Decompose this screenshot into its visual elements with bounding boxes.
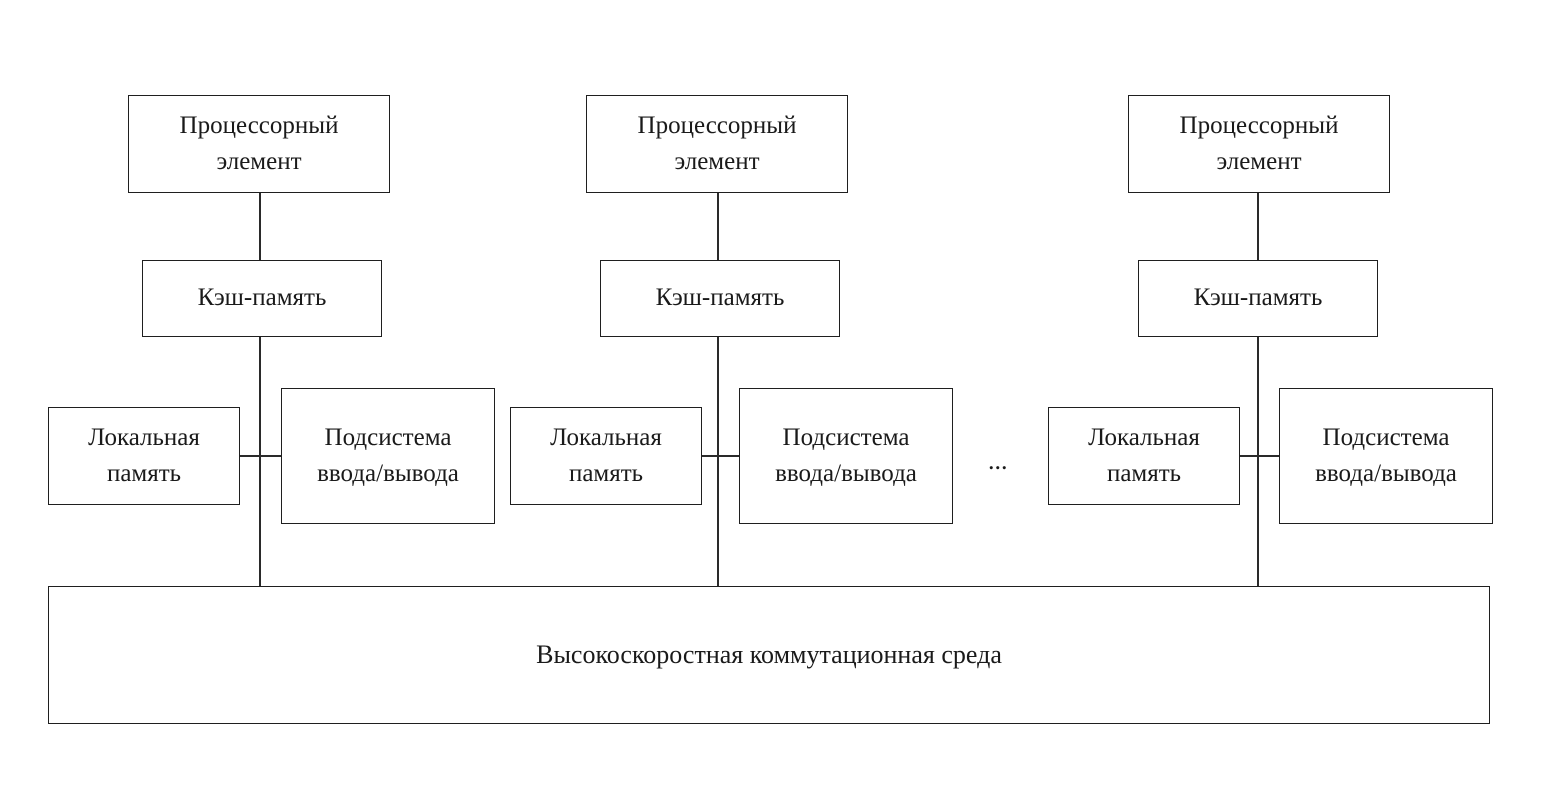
clusters-ellipsis: ... bbox=[988, 446, 1008, 475]
connector-local-io bbox=[702, 455, 739, 457]
connector-cache-bus bbox=[1257, 337, 1259, 586]
cache-memory-box: Кэш-память bbox=[600, 260, 840, 337]
processor-element-label: Процессорный элемент bbox=[179, 111, 339, 175]
io-subsystem-label: Подсистема ввода/вывода bbox=[317, 423, 459, 487]
io-subsystem-box: Подсистема ввода/вывода bbox=[1279, 388, 1493, 524]
connector-cache-bus bbox=[717, 337, 719, 586]
io-subsystem-label: Подсистема ввода/вывода bbox=[775, 423, 917, 487]
connector-processor-cache bbox=[717, 193, 719, 260]
local-memory-label: Локальная память bbox=[550, 423, 662, 487]
cache-memory-label: Кэш-память bbox=[655, 284, 785, 312]
cache-memory-label: Кэш-память bbox=[197, 284, 327, 312]
io-subsystem-label: Подсистема ввода/вывода bbox=[1315, 423, 1457, 487]
io-subsystem-box: Подсистема ввода/вывода bbox=[739, 388, 953, 524]
local-memory-box: Локальная память bbox=[1048, 407, 1240, 505]
interconnect-bus-label: Высокоскоростная коммутационная среда bbox=[536, 640, 1002, 670]
cache-memory-label: Кэш-память bbox=[1193, 284, 1323, 312]
cache-memory-box: Кэш-память bbox=[1138, 260, 1378, 337]
processor-element-label: Процессорный элемент bbox=[637, 111, 797, 175]
local-memory-label: Локальная память bbox=[1088, 423, 1200, 487]
processor-element-label: Процессорный элемент bbox=[1179, 111, 1339, 175]
connector-local-io bbox=[240, 455, 281, 457]
local-memory-box: Локальная память bbox=[510, 407, 702, 505]
cache-memory-box: Кэш-память bbox=[142, 260, 382, 337]
io-subsystem-box: Подсистема ввода/вывода bbox=[281, 388, 495, 524]
connector-local-io bbox=[1240, 455, 1279, 457]
local-memory-label: Локальная память bbox=[88, 423, 200, 487]
local-memory-box: Локальная память bbox=[48, 407, 240, 505]
connector-processor-cache bbox=[259, 193, 261, 260]
processor-element-box: Процессорный элемент bbox=[128, 95, 390, 193]
connector-processor-cache bbox=[1257, 193, 1259, 260]
processor-element-box: Процессорный элемент bbox=[586, 95, 848, 193]
interconnect-bus-box: Высокоскоростная коммутационная среда bbox=[48, 586, 1490, 724]
connector-cache-bus bbox=[259, 337, 261, 586]
processor-element-box: Процессорный элемент bbox=[1128, 95, 1390, 193]
